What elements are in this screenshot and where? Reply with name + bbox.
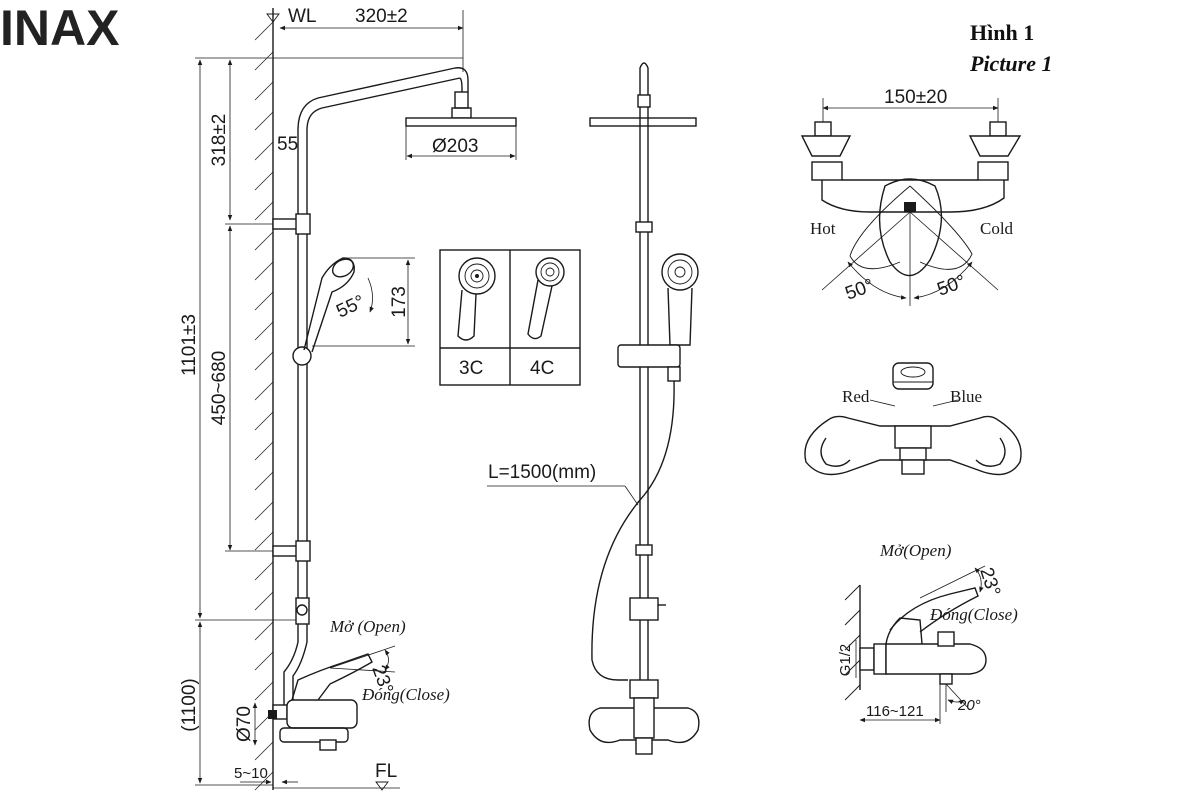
front-top-cap	[639, 62, 649, 95]
side-hand-shower	[292, 257, 355, 366]
side-diverter	[295, 597, 310, 625]
spacing-label: 150±20	[884, 87, 947, 108]
wall-hatch	[254, 8, 274, 791]
floor-level-label: FL	[375, 761, 397, 782]
head-diameter-label: Ø203	[432, 136, 478, 157]
arm-length-label: 320±2	[355, 6, 408, 27]
hand-shower-options-table: 3C 4C	[439, 249, 581, 386]
cold-label: Cold	[980, 219, 1014, 238]
figure-title: Hình 1	[970, 20, 1034, 45]
figure-title-en: Picture 1	[969, 51, 1053, 76]
detail-top-view: 150±20 Hot Cold 50° 50°	[800, 87, 1022, 306]
pipe-offset-label: 55	[277, 134, 298, 155]
overhead-shower-head	[405, 91, 517, 127]
mixer-height-label: (1100)	[179, 678, 200, 732]
option-4c-label: 4C	[530, 358, 554, 379]
projection-label: 116~121	[866, 703, 924, 720]
front-hand-shower	[661, 253, 699, 346]
hose-length-label: L=1500(mm)	[488, 462, 596, 483]
red-label: Red	[842, 387, 870, 406]
thread-label: G1/2	[837, 644, 854, 677]
side-view: WL 320±2 1101±3 (1100) 318±2 450~680 55	[179, 6, 517, 791]
front-slider	[617, 344, 681, 368]
detail-lever-angle-label: 23°	[975, 565, 1004, 599]
wall-gap-label: 5~10	[234, 765, 268, 782]
total-height-label: 1101±3	[179, 314, 200, 376]
detail-open-label: Mở(Open)	[879, 541, 952, 560]
hot-label: Hot	[810, 219, 836, 238]
wall-level-label: WL	[288, 6, 317, 27]
front-overhead-head	[589, 117, 697, 127]
blue-label: Blue	[950, 387, 982, 406]
front-mixer	[588, 679, 700, 755]
cold-angle-label: 50°	[935, 271, 969, 301]
brand-logo: INAX	[0, 0, 119, 56]
detail-close-label: Đóng(Close)	[929, 605, 1018, 624]
lower-wall-bracket	[272, 540, 311, 562]
side-mixer	[268, 653, 373, 751]
floor-level-marker	[375, 781, 389, 791]
hand-shower-height-label: 173	[389, 286, 410, 318]
hand-shower-angle-label: 55°	[333, 291, 368, 322]
side-open-label: Mở (Open)	[329, 617, 406, 636]
side-close-label: Đóng(Close)	[361, 685, 450, 704]
bracket-range-label: 450~680	[209, 351, 230, 426]
head-drop-label: 318±2	[209, 114, 230, 167]
hot-angle-label: 50°	[843, 275, 877, 305]
spout-angle-label: 20°	[957, 697, 981, 714]
hand-shower-3c-icon	[457, 257, 496, 341]
front-diverter	[629, 597, 659, 621]
front-view: L=1500(mm)	[487, 62, 700, 755]
detail-front-view: Red Blue	[804, 362, 1022, 476]
outlet-diameter-label: Ø70	[234, 706, 255, 742]
option-3c-label: 3C	[459, 358, 483, 379]
wall-level-marker	[266, 13, 280, 23]
hand-shower-4c-icon	[527, 257, 565, 340]
detail-side-view: G1/2 Mở(Open) Đóng(Close) 23° 116~121 20…	[837, 541, 1018, 724]
upper-wall-bracket	[272, 213, 311, 235]
front-hose	[591, 380, 675, 681]
